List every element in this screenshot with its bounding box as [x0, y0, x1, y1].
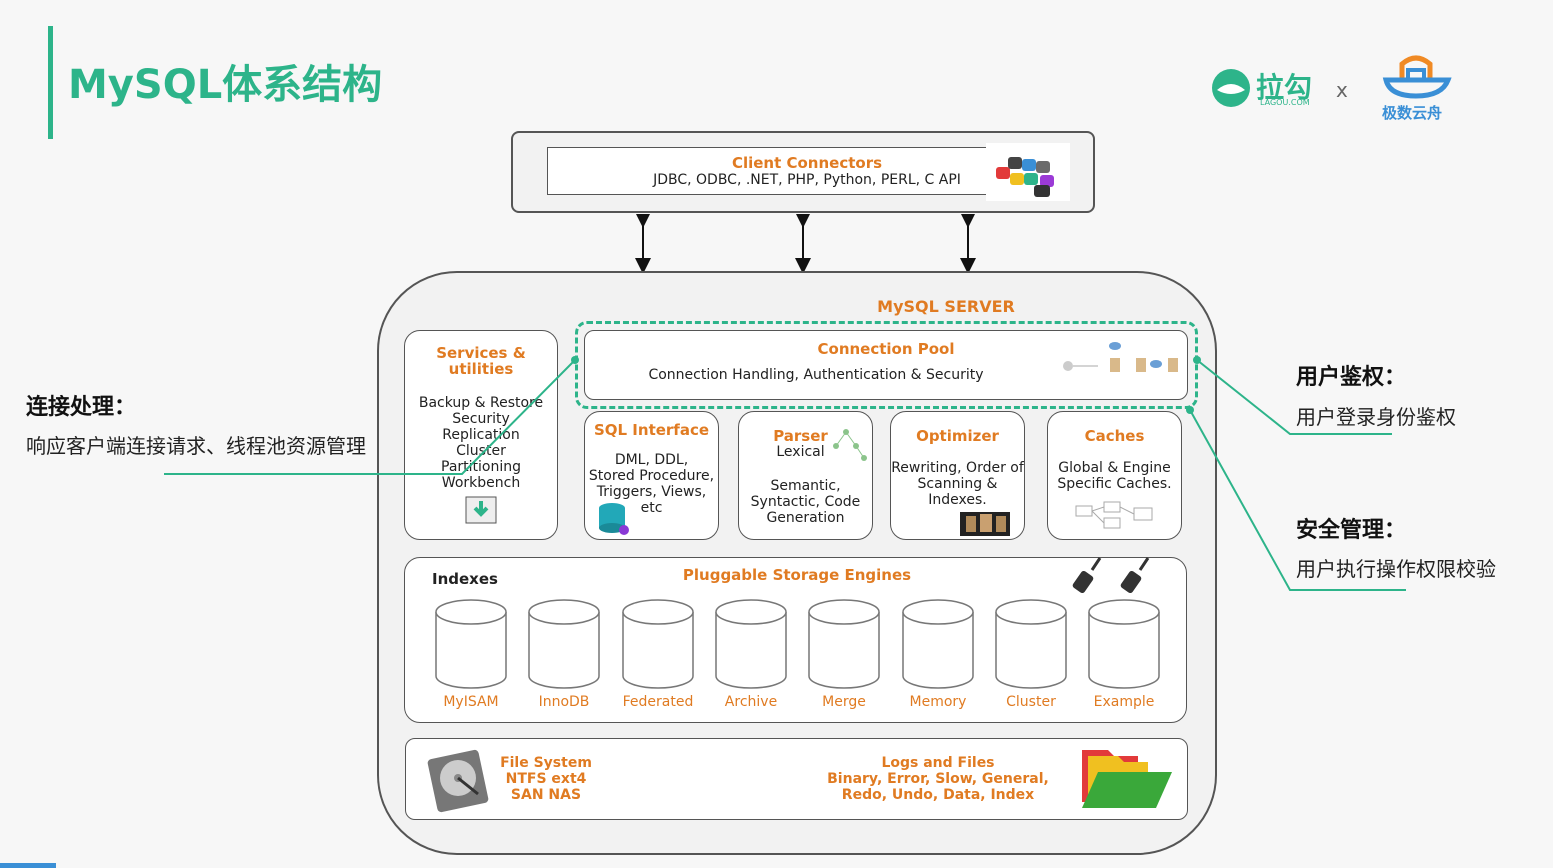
parser-box: Parser Lexical Semantic, Syntactic, Code…	[738, 411, 873, 540]
connection-handling-heading: 连接处理：	[26, 395, 137, 420]
client-connectors-apis: JDBC, ODBC, .NET, PHP, Python, PERL, C A…	[653, 172, 961, 188]
sql-interface-line: etc	[640, 500, 663, 516]
parser-line: Syntactic, Code	[750, 494, 861, 510]
parser-line: Lexical	[776, 444, 825, 460]
storage-engine-label: Cluster	[1006, 694, 1056, 710]
services-utilities-box: Services & utilities Backup & Restore Se…	[404, 330, 558, 540]
parser-title: Parser	[773, 427, 828, 445]
leader-line-user-auth	[1196, 359, 1392, 435]
user-auth-text: 用户登录身份鉴权	[1296, 405, 1456, 429]
plug-connectors-icon	[1072, 557, 1150, 594]
parser-line: Semantic,	[770, 478, 841, 494]
lagou-logo-icon	[1212, 69, 1250, 107]
leader-dot	[1186, 406, 1194, 414]
services-item: Backup & Restore	[418, 395, 544, 411]
sql-interface-line: Triggers, Views,	[596, 484, 707, 500]
lagou-name: 拉勾	[1256, 71, 1313, 104]
workbench-download-icon	[465, 496, 497, 524]
sql-interface-line: Stored Procedure,	[588, 468, 715, 484]
services-title-line1: Services &	[436, 344, 526, 362]
logs-line: Binary, Error, Slow, General,	[827, 771, 1049, 787]
hard-drive-icon	[427, 749, 489, 813]
storage-engine-label: Archive	[724, 694, 778, 710]
connection-layer-highlight	[575, 321, 1198, 409]
connection-pool-title: Connection Pool	[817, 340, 955, 358]
leader-line-connection-handling	[164, 359, 576, 475]
folder-icon	[1082, 750, 1172, 808]
storage-engine-cylinder	[622, 599, 694, 689]
storage-engine-cylinder	[715, 599, 787, 689]
partner-logo	[1382, 52, 1452, 106]
parse-tree-icon	[833, 429, 867, 461]
leader-dot	[1193, 356, 1201, 364]
partner-logo-icon	[1382, 55, 1452, 99]
logs-line: Redo, Undo, Data, Index	[841, 787, 1035, 803]
sql-database-icon	[599, 503, 629, 535]
services-title-line2: utilities	[448, 360, 514, 378]
sql-interface-box: SQL Interface DML, DDL, Stored Procedure…	[584, 411, 719, 540]
storage-engine-label: Example	[1093, 694, 1155, 710]
services-item: Workbench	[441, 475, 521, 491]
logo-separator: x	[1336, 78, 1348, 102]
caches-line: Global & Engine	[1058, 460, 1171, 476]
lagou-domain: LAGOU.COM	[1260, 98, 1310, 107]
leader-line-security	[1189, 409, 1406, 591]
optimizer-line: Scanning &	[917, 476, 998, 492]
connection-pool-desc: Connection Handling, Authentication & Se…	[648, 367, 984, 383]
leader-dot	[571, 356, 579, 364]
storage-engine-cylinder	[435, 599, 507, 689]
file-system-line: NTFS ext4	[505, 771, 587, 787]
storage-engine-cylinder	[1088, 599, 1160, 689]
storage-engine-label: Merge	[822, 694, 866, 710]
services-item: Security	[452, 411, 510, 427]
logs-line: Logs and Files	[881, 755, 995, 771]
security-mgmt-heading: 安全管理：	[1296, 518, 1407, 543]
connection-handling-text: 响应客户端连接请求、线程池资源管理	[26, 434, 366, 458]
file-system-line: SAN NAS	[510, 787, 582, 803]
cache-flow-icon	[1075, 501, 1153, 529]
page-title: MySQL体系结构	[68, 62, 383, 108]
storage-engine-cylinder	[902, 599, 974, 689]
caches-title: Caches	[1084, 427, 1145, 445]
connection-arrows	[635, 214, 976, 272]
storage-engines-title: Pluggable Storage Engines	[682, 566, 912, 584]
storage-engine-cylinder	[995, 599, 1067, 689]
storage-engine-label: InnoDB	[538, 694, 590, 710]
services-item: Cluster	[456, 443, 506, 459]
title-accent-bar	[48, 26, 53, 139]
sql-interface-line: DML, DDL,	[614, 452, 689, 468]
connection-pool-box: Connection Pool Connection Handling, Aut…	[584, 330, 1188, 400]
caches-line: Specific Caches.	[1057, 476, 1172, 492]
services-item: Replication	[442, 427, 520, 443]
files-layer-box	[405, 738, 1188, 820]
security-mgmt-text: 用户执行操作权限校验	[1296, 557, 1496, 581]
network-nodes-icon	[1063, 342, 1178, 372]
optimizer-engine-icon	[960, 512, 1010, 536]
file-system-text: File System NTFS ext4 SAN NAS	[480, 755, 612, 803]
file-system-line: File System	[500, 755, 592, 771]
user-auth-heading: 用户鉴权：	[1296, 365, 1407, 390]
parser-line: Generation	[766, 510, 845, 526]
client-connectors-title: Client Connectors	[731, 154, 883, 172]
mysql-server-title: MySQL SERVER	[877, 297, 1015, 316]
optimizer-title: Optimizer	[916, 427, 999, 445]
storage-engine-label: Memory	[909, 694, 967, 710]
corner-accent	[0, 863, 56, 868]
services-item: Partitioning	[441, 459, 521, 475]
optimizer-line: Indexes.	[928, 492, 987, 508]
sql-interface-title: SQL Interface	[593, 421, 710, 439]
indexes-label: Indexes	[432, 570, 498, 588]
storage-engine-label: MyISAM	[443, 694, 499, 710]
storage-engine-label: Federated	[622, 694, 694, 710]
storage-engine-cylinder	[528, 599, 600, 689]
api-keys-icon	[986, 143, 1070, 201]
optimizer-line: Rewriting, Order of	[891, 460, 1024, 476]
partner-name: 极数云舟	[1382, 104, 1443, 122]
logs-files-text: Logs and Files Binary, Error, Slow, Gene…	[800, 755, 1076, 803]
storage-engine-cylinder	[808, 599, 880, 689]
lagou-logo	[1212, 68, 1252, 112]
